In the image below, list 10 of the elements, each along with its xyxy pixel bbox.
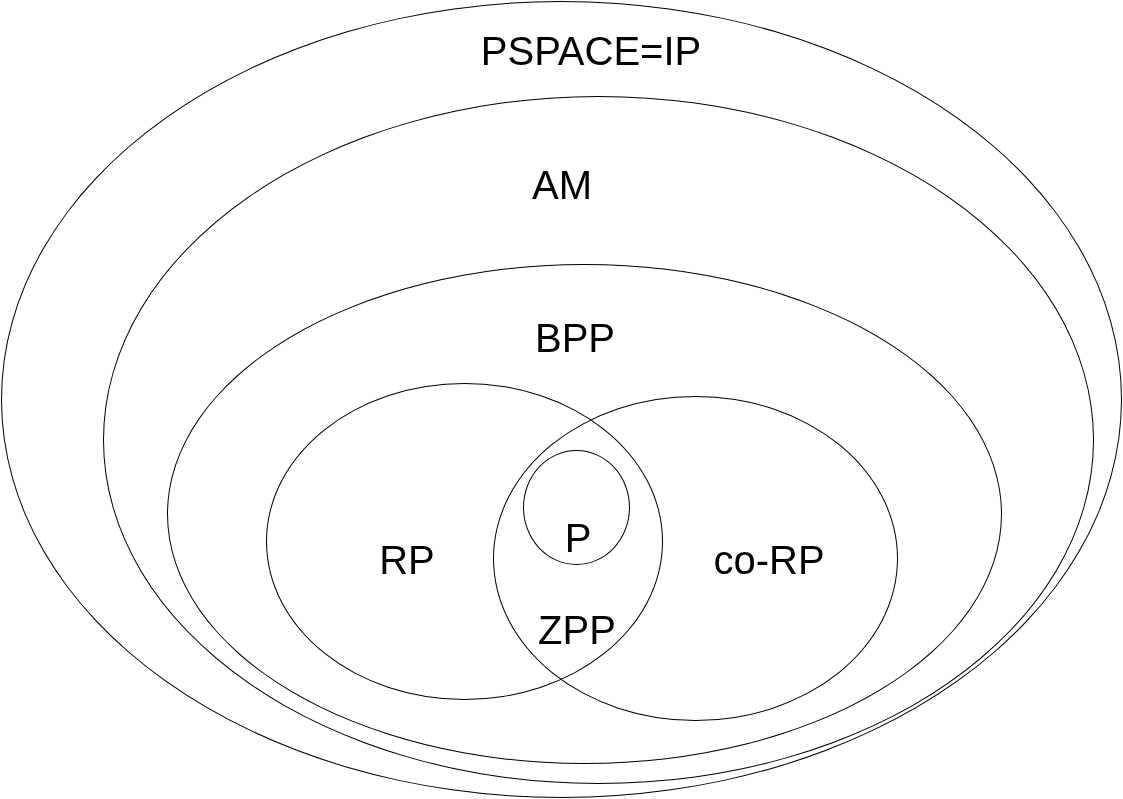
set-label: co-RP	[713, 540, 825, 580]
set-label: PSPACE=IP	[480, 31, 702, 71]
set-label: AM	[532, 165, 592, 205]
set-ellipse	[493, 396, 898, 721]
set-ellipse	[266, 383, 663, 700]
set-label: ZPP	[538, 610, 616, 650]
set-label: RP	[379, 540, 435, 580]
set-label: BPP	[535, 318, 615, 358]
set-label: P	[564, 518, 592, 558]
set-ellipse	[523, 450, 630, 565]
